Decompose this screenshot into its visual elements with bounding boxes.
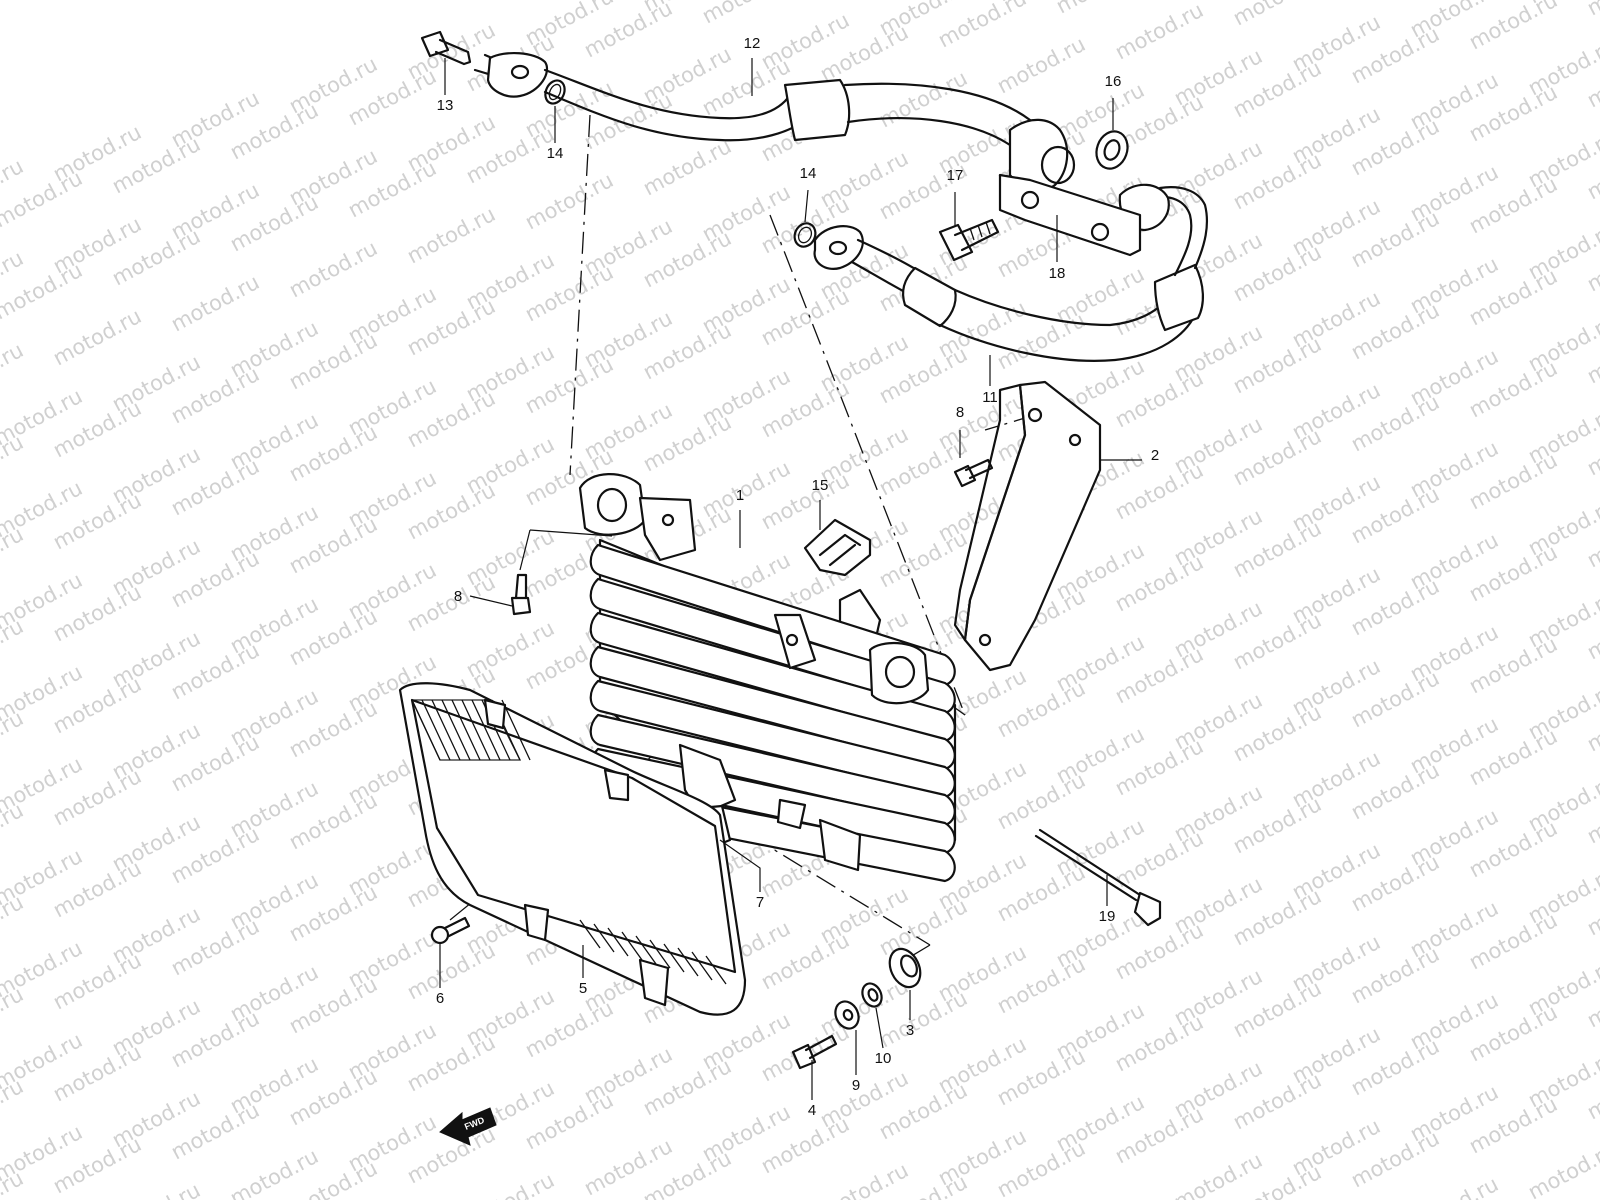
watermark-text: motod.ru [0, 706, 27, 772]
watermark-text: motod.ru [0, 798, 27, 864]
mesh-line [621, 931, 643, 961]
watermark-text: motod.ru [462, 1168, 558, 1200]
watermark-text: motod.ru [934, 0, 1030, 52]
mesh-line [501, 699, 531, 761]
screw-6[interactable] [430, 916, 471, 945]
watermark-text: motod.ru [285, 236, 381, 302]
callout-bolt-8-left[interactable]: 8 [454, 588, 462, 605]
mesh-line [677, 947, 699, 977]
callout-bracket-2[interactable]: 2 [1151, 447, 1159, 464]
mesh-line [441, 699, 471, 761]
o-ring-14-mid[interactable] [791, 220, 819, 250]
mesh-line [411, 699, 441, 761]
bolt-4[interactable] [791, 1034, 838, 1070]
hose-12[interactable] [473, 52, 1076, 192]
mesh-line [471, 699, 501, 761]
watermark-text: motod.ru [403, 202, 499, 268]
grille-5[interactable] [398, 682, 747, 1016]
washer-16[interactable] [1091, 127, 1132, 173]
watermark-text: motod.ru [0, 614, 27, 680]
watermark-text: motod.ru [49, 304, 145, 370]
watermark-text: motod.ru [0, 338, 27, 404]
callout-grille-5[interactable]: 5 [579, 980, 587, 997]
callout-bolt-8-right[interactable]: 8 [956, 404, 964, 421]
callout-o-ring-14-top[interactable]: 14 [547, 145, 564, 162]
mesh-line [705, 955, 727, 985]
watermark-text: motod.ru [108, 1178, 204, 1200]
watermark-text: motod.ru [1052, 0, 1148, 18]
hose-11[interactable] [813, 183, 1209, 362]
leader-line-collar-10 [875, 1007, 884, 1049]
callout-screw-6[interactable]: 6 [436, 990, 444, 1007]
watermark-text: motod.ru [167, 270, 263, 336]
watermark-text: motod.ru [639, 134, 735, 200]
callout-plate-18[interactable]: 18 [1049, 265, 1066, 282]
watermark-text: motod.ru [1229, 0, 1325, 30]
mesh-line [451, 699, 481, 761]
plate-18[interactable] [998, 173, 1142, 257]
watermark-text: motod.ru [1406, 1172, 1502, 1200]
callout-hose-11[interactable]: 11 [982, 389, 998, 406]
watermark-text: motod.ru [0, 982, 27, 1048]
watermark-text: motod.ru [875, 66, 971, 132]
callout-washer-9[interactable]: 9 [852, 1077, 860, 1094]
union-bolt-17[interactable] [938, 218, 1000, 262]
watermark-text: motod.ru [1524, 1138, 1600, 1200]
watermark-text: motod.ru [1583, 0, 1600, 20]
callout-hose-12[interactable]: 12 [744, 35, 761, 52]
bracket-2[interactable] [953, 380, 1102, 672]
watermark-text: motod.ru [0, 1074, 27, 1140]
callout-collar-10[interactable]: 10 [875, 1050, 892, 1067]
washer-9[interactable] [831, 998, 863, 1033]
callout-union-bolt-17[interactable]: 17 [947, 167, 964, 184]
callout-bolt-13[interactable]: 13 [437, 97, 454, 114]
callout-cushion-7[interactable]: 7 [756, 894, 764, 911]
watermark-text: motod.ru [816, 1158, 912, 1200]
watermark-text: motod.ru [0, 430, 27, 496]
leader-line-bolt-8-left [469, 595, 513, 607]
mesh-line [607, 927, 629, 957]
mesh-line [663, 943, 685, 973]
callout-oil-cooler[interactable]: 1 [736, 487, 744, 504]
mesh-line [579, 919, 601, 949]
leader-line-cushion-7 [719, 839, 761, 892]
forward-arrow-icon: FWD [439, 1107, 497, 1146]
leader-line-o-ring-14-mid [804, 189, 809, 223]
watermark-text: motod.ru [698, 0, 794, 28]
bolt-8-left[interactable] [510, 573, 532, 616]
mesh-line [431, 699, 461, 761]
watermark-text: motod.ru [1111, 0, 1207, 64]
watermark-text: motod.ru [993, 32, 1089, 98]
bolt-13[interactable] [420, 30, 472, 66]
watermark-text: motod.ru [521, 168, 617, 234]
mesh-line [635, 935, 657, 965]
callout-washer-16[interactable]: 16 [1105, 73, 1122, 90]
mesh-line [691, 951, 713, 981]
cable-tie-19[interactable] [1034, 828, 1162, 927]
callout-cushion-3[interactable]: 3 [906, 1022, 914, 1039]
watermark-text: motod.ru [0, 890, 27, 956]
callout-bolt-4[interactable]: 4 [808, 1102, 816, 1119]
o-ring-14-top[interactable] [542, 77, 568, 106]
cushion-3[interactable] [884, 944, 926, 992]
mesh-line [649, 939, 671, 969]
callout-clamp-15[interactable]: 15 [812, 477, 829, 494]
collar-10[interactable] [859, 980, 885, 1009]
callout-o-ring-14-mid[interactable]: 14 [800, 165, 817, 182]
mesh-line [421, 699, 451, 761]
mesh-line [461, 699, 491, 761]
watermark-text: motod.ru [0, 522, 27, 588]
mesh-line [593, 923, 615, 953]
bolt-8-right[interactable] [953, 458, 994, 488]
callout-cable-tie-19[interactable]: 19 [1099, 908, 1116, 925]
